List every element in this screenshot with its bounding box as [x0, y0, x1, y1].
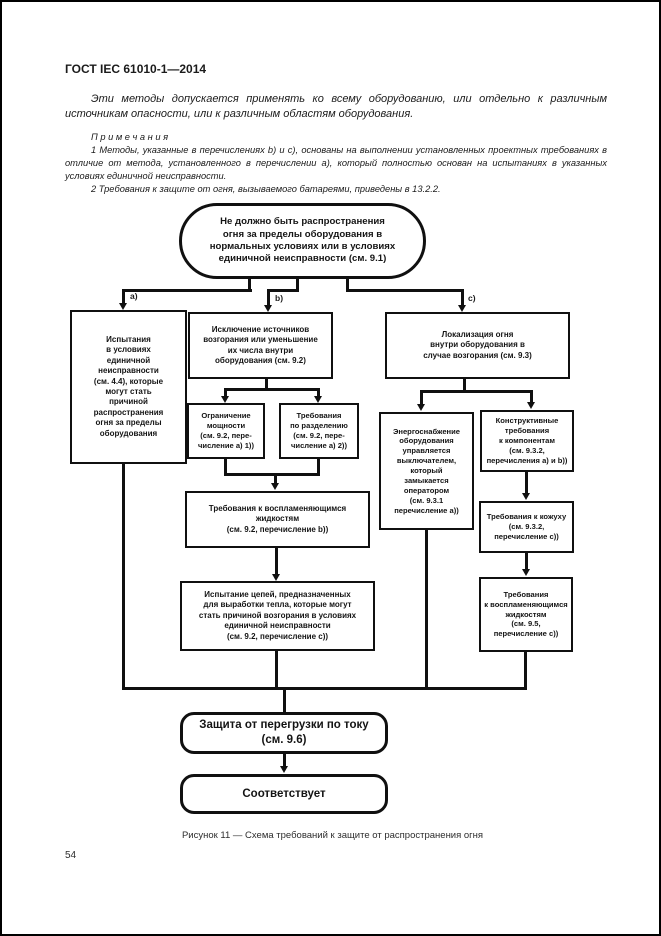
connector [224, 388, 320, 391]
connector [525, 553, 528, 571]
arrowhead [264, 305, 272, 312]
connector [283, 754, 286, 768]
connector [224, 473, 320, 476]
branch-label-c: c) [468, 293, 476, 303]
notes-section: П р и м е ч а н и я 1 Методы, указанные … [65, 131, 607, 196]
box-ignition-sources: Исключение источников возгорания или уме… [188, 312, 333, 379]
connector [283, 687, 286, 713]
figure-caption: Рисунок 11 — Схема требований к защите о… [181, 830, 484, 841]
arrowhead [119, 303, 127, 310]
branch-label-a: a) [130, 291, 138, 301]
connector [420, 390, 423, 405]
connector [275, 548, 278, 575]
box-power-limit: Ограничение мощности (см. 9.2, пере- чис… [187, 403, 265, 459]
connector [224, 459, 227, 475]
connector [525, 472, 528, 495]
connector [463, 379, 466, 392]
connector [530, 390, 533, 403]
box-flammable-liquids-95: Требования к воспламеняющимся жидкостям … [479, 577, 573, 652]
connector [224, 388, 227, 398]
box-fire-containment: Локализация огня внутри оборудования в с… [385, 312, 570, 379]
connector [317, 388, 320, 398]
arrowhead [280, 766, 288, 773]
note-2: 2 Требования к защите от огня, вызываемо… [91, 184, 441, 195]
branch-label-b: b) [275, 293, 284, 303]
arrowhead [527, 402, 535, 409]
notes-title: П р и м е ч а н и я [91, 132, 169, 142]
box-heat-circuits-test: Испытание цепей, предназначенных для выр… [180, 581, 375, 651]
arrowhead [522, 569, 530, 576]
connector [425, 530, 428, 689]
document-header: ГОСТ IEC 61010-1—2014 [65, 62, 207, 76]
arrowhead [458, 305, 466, 312]
connector [248, 277, 251, 291]
box-overload-protection: Защита от перегрузки по току (см. 9.6) [180, 712, 388, 754]
connector [274, 473, 277, 485]
box-power-switch: Энергоснабжение оборудования управляется… [379, 412, 474, 530]
connector [346, 289, 464, 292]
start-oval: Не должно быть распространения огня за п… [179, 203, 426, 279]
connector [296, 277, 299, 291]
page-number: 54 [65, 850, 77, 861]
box-complies: Соответствует [180, 774, 388, 814]
arrowhead [271, 483, 279, 490]
box-flammable-liquids-92: Требования к воспламеняющимся жидкостям … [185, 491, 370, 548]
intro-paragraph: Эти методы допускается применять ко всем… [65, 93, 607, 120]
arrowhead [221, 396, 229, 403]
connector [267, 289, 299, 292]
arrowhead [314, 396, 322, 403]
connector [265, 379, 268, 390]
connector [346, 277, 349, 291]
intro-section: Эти методы допускается применять ко всем… [65, 92, 607, 121]
box-constructive-requirements: Конструктивные требования к компонентам … [480, 410, 574, 472]
arrowhead [417, 404, 425, 411]
connector [524, 652, 527, 689]
box-separation: Требования по разделению (см. 9.2, пере-… [279, 403, 359, 459]
arrowhead [522, 493, 530, 500]
connector [122, 289, 125, 304]
box-single-fault-tests: Испытания в условиях единичной неисправн… [70, 310, 187, 464]
connector [267, 289, 270, 306]
connector [122, 289, 252, 292]
connector [420, 390, 533, 393]
connector [122, 464, 125, 689]
note-1: 1 Методы, указанные в перечислениях b) и… [65, 145, 607, 182]
connector [317, 459, 320, 475]
arrowhead [272, 574, 280, 581]
connector [275, 651, 278, 689]
connector [122, 687, 527, 690]
box-enclosure-requirements: Требования к кожуху (см. 9.3.2, перечисл… [479, 501, 574, 553]
connector [461, 289, 464, 306]
